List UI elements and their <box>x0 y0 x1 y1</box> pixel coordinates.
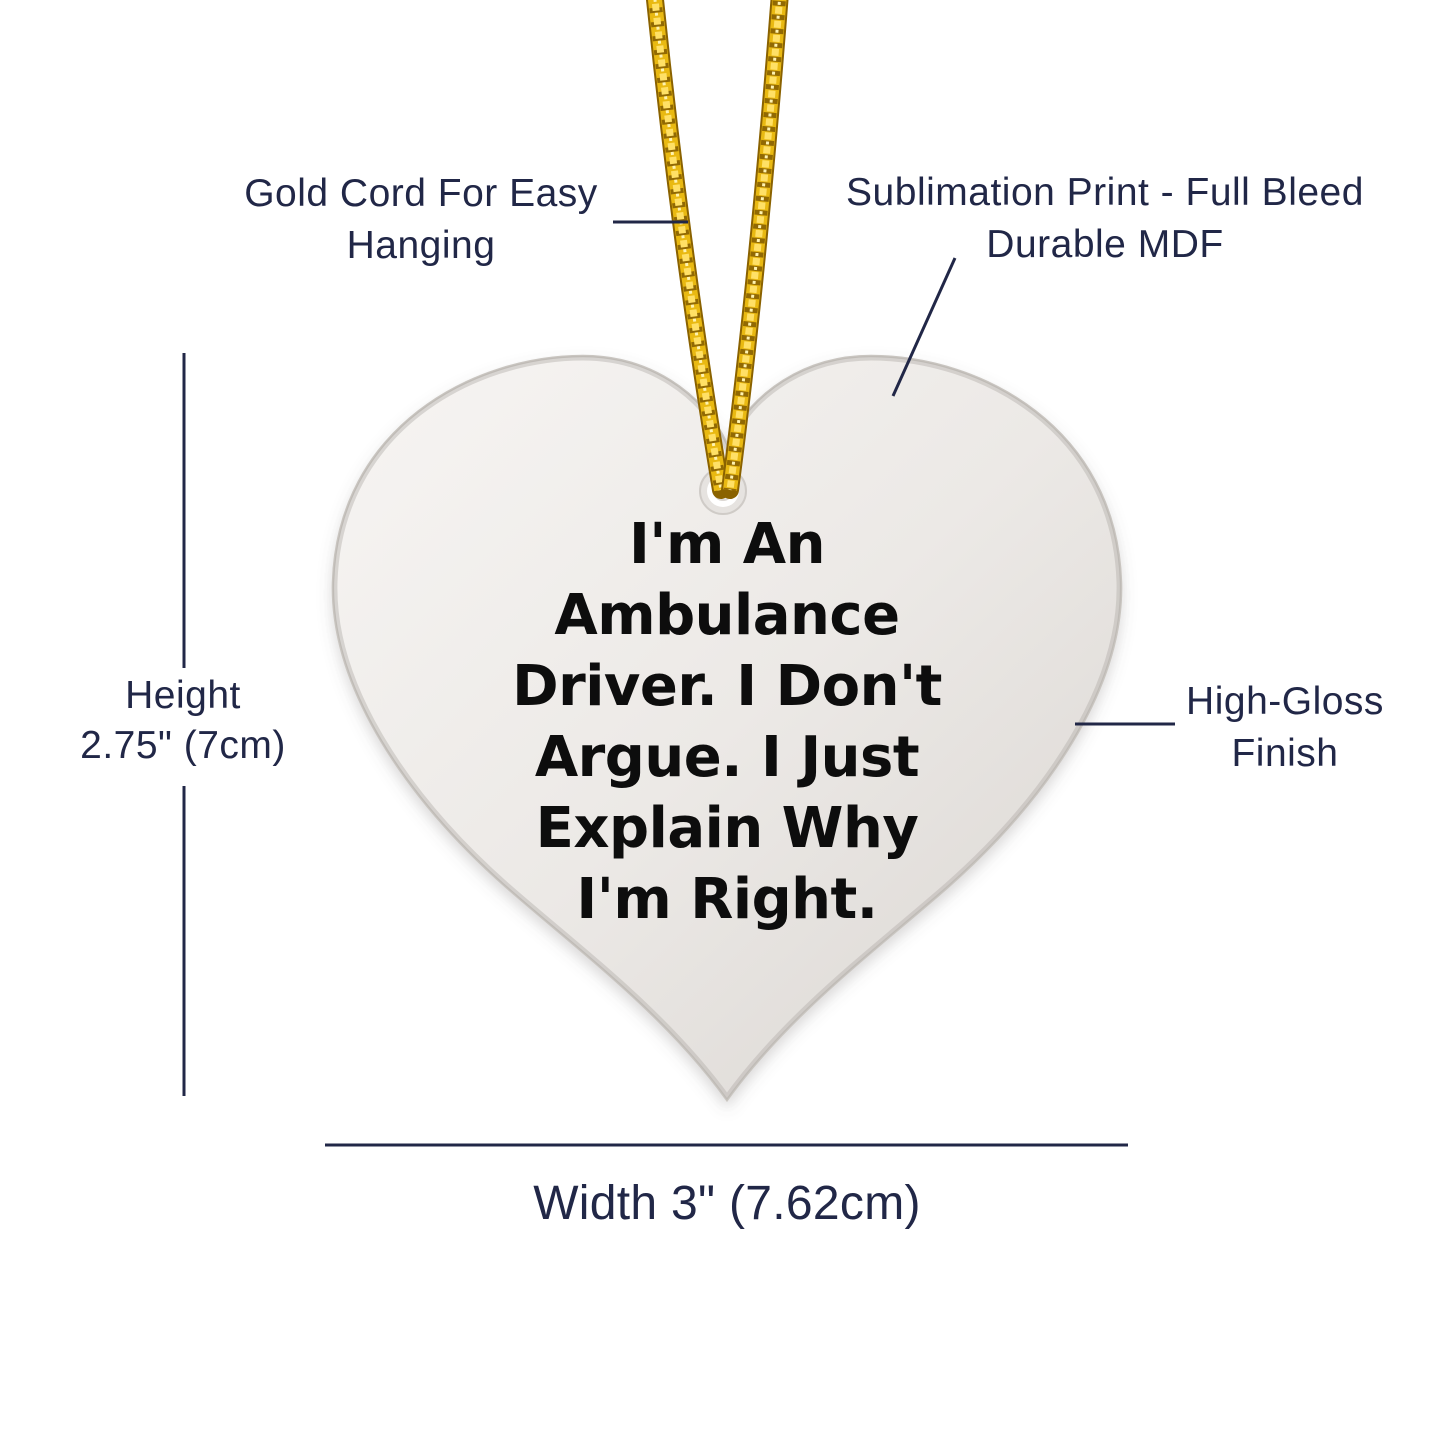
cord-strand-right <box>721 0 789 499</box>
callout-lines <box>182 220 1175 1147</box>
callout-line-print <box>891 257 957 397</box>
quote-line: Explain Why <box>535 796 919 861</box>
label-line: Gold Cord For Easy <box>244 172 598 215</box>
quote-line: Driver. I Don't <box>512 654 942 719</box>
label-width-dimension: Width 3" (7.62cm) <box>477 1178 977 1230</box>
label-height-dimension: Height 2.75" (7cm) <box>33 671 333 771</box>
label-line: Sublimation Print - Full Bleed <box>846 171 1364 214</box>
quote-line: Argue. I Just <box>534 725 920 790</box>
label-line: Height <box>125 674 241 717</box>
quote-line: Ambulance <box>554 583 900 648</box>
label-line: Hanging <box>346 224 496 267</box>
gold-cord-icon <box>645 0 789 499</box>
quote-line: I'm An <box>628 512 826 577</box>
label-high-gloss-finish: High-Gloss Finish <box>1135 676 1435 780</box>
cord-strand-left <box>645 0 730 499</box>
label-line: High-Gloss <box>1186 680 1384 723</box>
label-line: Durable MDF <box>986 223 1224 266</box>
label-gold-cord: Gold Cord For Easy Hanging <box>171 168 671 272</box>
ornament-quote: I'm An Ambulance Driver. I Don't Argue. … <box>357 509 1097 935</box>
quote-line: I'm Right. <box>576 867 878 932</box>
label-line: Width 3" (7.62cm) <box>533 1177 921 1230</box>
label-line: Finish <box>1231 732 1339 775</box>
label-line: 2.75" (7cm) <box>80 724 286 767</box>
label-sublimation-print: Sublimation Print - Full Bleed Durable M… <box>830 167 1380 271</box>
